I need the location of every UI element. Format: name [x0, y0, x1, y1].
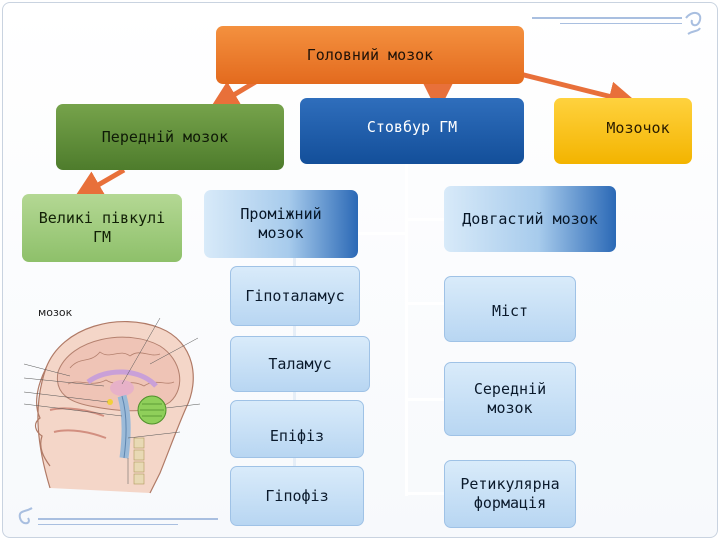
illustration-title: мозок — [38, 306, 73, 319]
connector-medulla — [405, 218, 445, 221]
node-brain: Головний мозок — [216, 26, 524, 84]
arrow-to-hemispheres — [73, 167, 126, 200]
node-pons-label: Міст — [491, 301, 529, 320]
node-brainstem-label: Стовбур ГМ — [366, 117, 458, 136]
node-reticular-label: Ретикулярна формація — [460, 475, 560, 512]
node-hypothalamus-label: Гіпоталамус — [245, 286, 345, 305]
node-diencephalon-label: Проміжний мозок — [240, 205, 322, 242]
connector-reticular — [405, 492, 445, 495]
connector-trunk — [405, 164, 408, 496]
decor-line-bottom — [38, 518, 218, 520]
decor-line-top — [532, 17, 682, 19]
connector-pons — [405, 302, 445, 305]
node-cerebellum: Мозочок — [554, 98, 692, 164]
node-thalamus-label: Таламус — [268, 354, 332, 373]
brain-illustration: мозок — [10, 298, 218, 498]
connector-midbrain — [405, 398, 445, 401]
node-pons: Міст — [444, 276, 576, 342]
node-hypothalamus: Гіпоталамус — [230, 266, 360, 326]
node-midbrain-label: Середній мозок — [473, 380, 547, 417]
node-epiphysis: Епіфіз — [230, 400, 364, 458]
arrow-to-cerebellum — [519, 71, 639, 111]
decor-line-bottom-2 — [38, 524, 178, 525]
node-midbrain: Середній мозок — [444, 362, 576, 436]
node-epiphysis-label: Епіфіз — [269, 426, 325, 445]
node-medulla: Довгастий мозок — [444, 186, 616, 252]
node-hypophysis: Гіпофіз — [230, 466, 364, 526]
decor-curl-icon-bottom — [14, 504, 36, 532]
node-hypophysis-label: Гіпофіз — [265, 486, 329, 505]
node-hemispheres: Великі півкулі ГМ — [22, 194, 182, 262]
node-cerebellum-label: Мозочок — [606, 118, 670, 137]
decor-curl-icon — [684, 8, 704, 36]
node-brain-label: Головний мозок — [306, 45, 434, 64]
node-thalamus: Таламус — [230, 336, 370, 392]
node-diencephalon: Проміжний мозок — [204, 190, 358, 258]
brain-sagittal-drawing — [23, 317, 201, 494]
node-medulla-label: Довгастий мозок — [462, 209, 598, 228]
node-hemispheres-label: Великі півкулі ГМ — [38, 209, 166, 246]
node-reticular: Ретикулярна формація — [444, 460, 576, 528]
decor-line-top-2 — [560, 23, 682, 24]
node-forebrain-label: Передній мозок — [101, 127, 229, 146]
node-brainstem: Стовбур ГМ — [300, 98, 524, 164]
connector-diencephalon — [358, 232, 406, 235]
node-forebrain: Передній мозок — [56, 104, 284, 170]
